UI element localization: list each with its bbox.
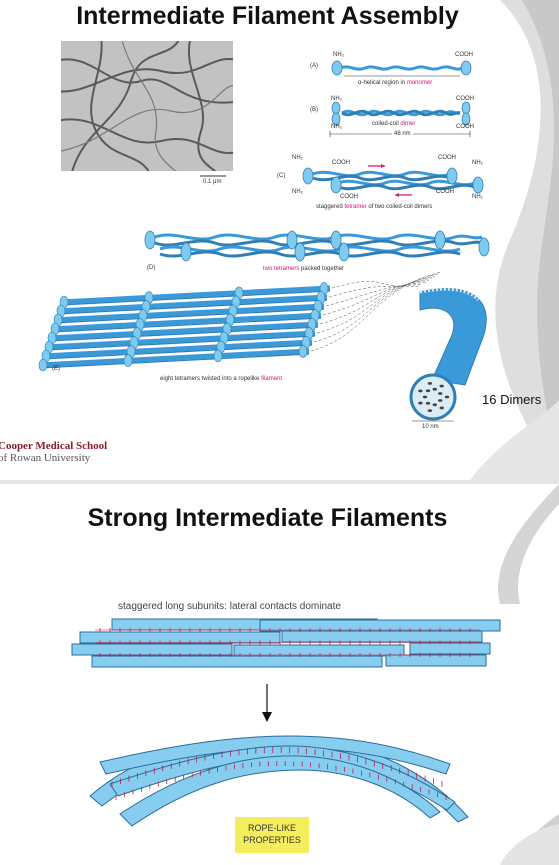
background-swirl-decoration: [498, 484, 559, 865]
rope-like-line1: ROPE-LIKE: [247, 823, 296, 833]
panel-b-length: 48 nm: [392, 131, 413, 137]
school-logo-text: Cooper Medical School of Rowan Universit…: [0, 440, 107, 464]
panel-b-nh2-bottom: NH₂: [331, 124, 342, 130]
panel-c-cooh-left-top: COOH: [332, 160, 350, 166]
panel-e-scale: 10 nm: [422, 424, 439, 430]
panel-c-cooh-right-bottom: COOH: [436, 189, 454, 195]
panel-e-letter: (E): [52, 366, 60, 372]
dimers-count-label: 16 Dimers: [482, 392, 542, 407]
panel-a-letter: (A): [310, 63, 318, 69]
panel-b-letter: (B): [310, 107, 318, 113]
school-name: Cooper Medical School: [0, 440, 108, 452]
ropelike-filament-diagram: [38, 271, 487, 422]
panel-c-cooh-right-top: COOH: [438, 155, 456, 161]
lateral-contacts-diagram: [71, 618, 501, 827]
panel-c-nh2-right-top: NH₂: [472, 160, 483, 166]
panel-c-nh2-left-bottom: NH₂: [292, 189, 303, 195]
assembly-diagram: [302, 60, 484, 197]
panel-b-nh2-top: NH₂: [331, 96, 342, 102]
panel-d-letter: (D): [147, 265, 156, 271]
diagram-caption: staggered long subunits: lateral contact…: [118, 601, 341, 612]
panel-c-letter: (C): [277, 173, 286, 179]
panel-c-nh2-left-top: NH₂: [292, 155, 303, 161]
slide-intermediate-filament-assembly: Intermediate Filament Assembly 0.1 μm: [0, 0, 559, 480]
tetramer-diagram: [302, 164, 484, 197]
panel-a-nh2: NH₂: [333, 52, 344, 58]
background-swirl-decoration: [470, 0, 559, 480]
rope-like-line2: PROPERTIES: [243, 835, 301, 845]
monomer-diagram: [331, 60, 472, 77]
scale-bar-label: 0.1 μm: [203, 179, 222, 185]
micrograph-scale-bar: [200, 175, 226, 177]
slide-strong-intermediate-filaments: Strong Intermediate Filaments staggered …: [0, 484, 559, 865]
slide-separator: [0, 480, 559, 484]
panel-b-caption: coiled-coil dimer: [372, 121, 416, 127]
electron-micrograph: [61, 41, 233, 171]
panel-a-caption: α-helical region in monomer: [358, 80, 433, 86]
two-tetramers-diagram: [144, 230, 490, 262]
rope-like-properties-box: ROPE-LIKE PROPERTIES: [235, 817, 309, 853]
panel-a-cooh: COOH: [455, 52, 473, 58]
panel-c-caption: staggered tetramer of two coiled-coil di…: [316, 204, 433, 210]
panel-d-caption: two tetramers packed together: [263, 266, 345, 272]
school-affiliation: of Rowan University: [0, 452, 91, 464]
panel-c-nh2-right-bottom: NH₂: [472, 194, 483, 200]
panel-e-caption: eight tetramers twisted into a ropelike …: [160, 376, 283, 382]
dimer-diagram: [329, 101, 471, 137]
slide-title: Intermediate Filament Assembly: [76, 2, 459, 30]
slide-title: Strong Intermediate Filaments: [87, 504, 448, 532]
panel-b-cooh-top: COOH: [456, 96, 474, 102]
panel-c-cooh-left-bottom: COOH: [340, 194, 358, 200]
panel-b-cooh-bottom: COOH: [456, 124, 474, 130]
